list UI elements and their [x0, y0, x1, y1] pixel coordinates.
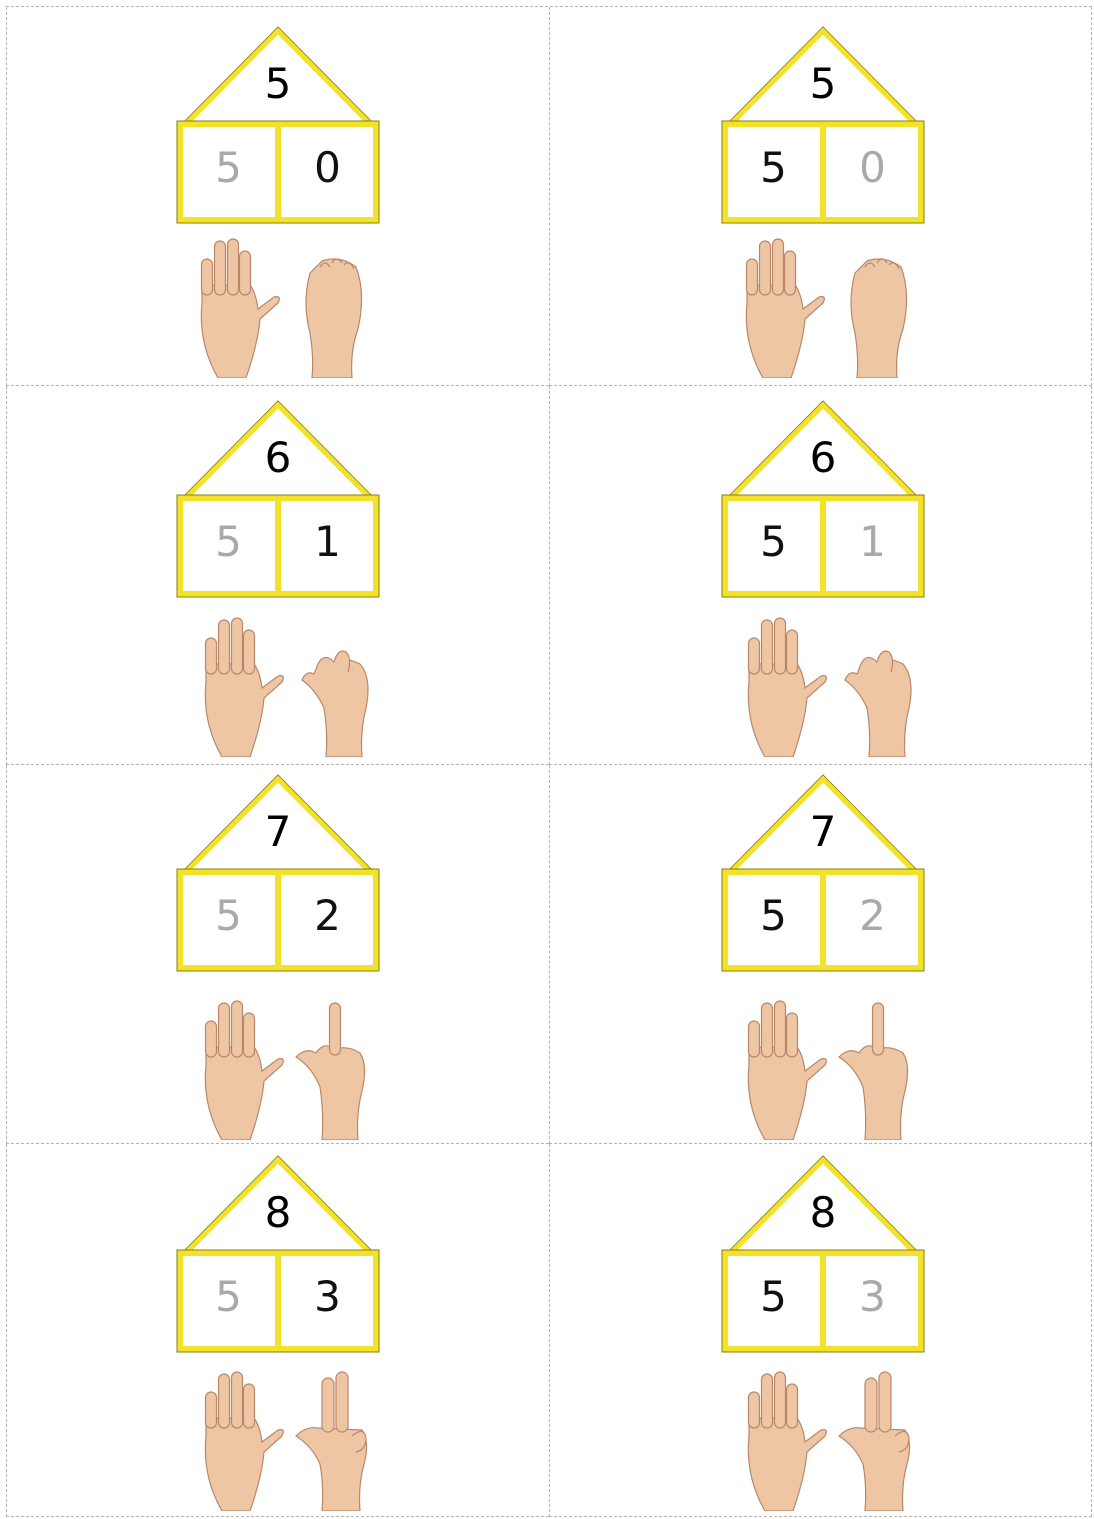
house-right-part: 1	[279, 517, 376, 567]
hands-five-and-two-icon	[184, 995, 384, 1140]
house-right-part: 3	[279, 1272, 376, 1322]
hands-five-and-three-icon	[727, 1366, 927, 1511]
number-house-card-3: 6 5 1	[6, 386, 549, 765]
house-outline-icon	[720, 1150, 926, 1356]
number-house-card-4: 6 5 1	[549, 386, 1092, 765]
house-left-part: 5	[180, 143, 277, 193]
number-house-card-5: 7 5 2	[6, 765, 549, 1144]
house-total: 5	[720, 59, 926, 109]
house-total: 6	[720, 433, 926, 483]
house-outline-icon	[175, 1150, 381, 1356]
number-house: 6 5 1	[720, 395, 926, 601]
number-house: 5 5 0	[175, 21, 381, 227]
number-house: 8 5 3	[720, 1150, 926, 1356]
number-house-card-2: 5 5 0	[549, 7, 1092, 386]
number-house-card-1: 5 5 0	[6, 7, 549, 386]
number-house: 5 5 0	[720, 21, 926, 227]
house-left-part: 5	[725, 891, 822, 941]
house-outline-icon	[720, 395, 926, 601]
house-outline-icon	[175, 769, 381, 975]
house-total: 6	[175, 433, 381, 483]
hands-five-and-two-icon	[727, 995, 927, 1140]
number-house-card-7: 8 5 3	[6, 1144, 549, 1517]
hands-five-and-one-icon	[184, 612, 384, 757]
house-left-part: 5	[180, 891, 277, 941]
house-right-part: 1	[824, 517, 921, 567]
house-total: 8	[175, 1188, 381, 1238]
house-total: 7	[175, 807, 381, 857]
number-house-card-8: 8 5 3	[549, 1144, 1092, 1517]
hands-five-and-one-icon	[727, 612, 927, 757]
number-house: 6 5 1	[175, 395, 381, 601]
house-outline-icon	[720, 21, 926, 227]
house-right-part: 2	[824, 891, 921, 941]
house-outline-icon	[175, 395, 381, 601]
house-right-part: 0	[824, 143, 921, 193]
number-house: 8 5 3	[175, 1150, 381, 1356]
house-left-part: 5	[725, 517, 822, 567]
hands-five-and-three-icon	[184, 1366, 384, 1511]
number-house: 7 5 2	[720, 769, 926, 975]
house-left-part: 5	[180, 1272, 277, 1322]
house-left-part: 5	[180, 517, 277, 567]
house-total: 7	[720, 807, 926, 857]
house-left-part: 5	[725, 1272, 822, 1322]
hands-five-and-fist-icon	[180, 233, 380, 378]
house-right-part: 3	[824, 1272, 921, 1322]
house-outline-icon	[720, 769, 926, 975]
house-total: 5	[175, 59, 381, 109]
card-sheet: 5 5 0 5 5 0 6 5 1 6 5 1	[6, 6, 1092, 1517]
number-house: 7 5 2	[175, 769, 381, 975]
house-left-part: 5	[725, 143, 822, 193]
house-outline-icon	[175, 21, 381, 227]
number-house-card-6: 7 5 2	[549, 765, 1092, 1144]
house-right-part: 2	[279, 891, 376, 941]
house-right-part: 0	[279, 143, 376, 193]
hands-five-and-fist-icon	[725, 233, 925, 378]
house-total: 8	[720, 1188, 926, 1238]
